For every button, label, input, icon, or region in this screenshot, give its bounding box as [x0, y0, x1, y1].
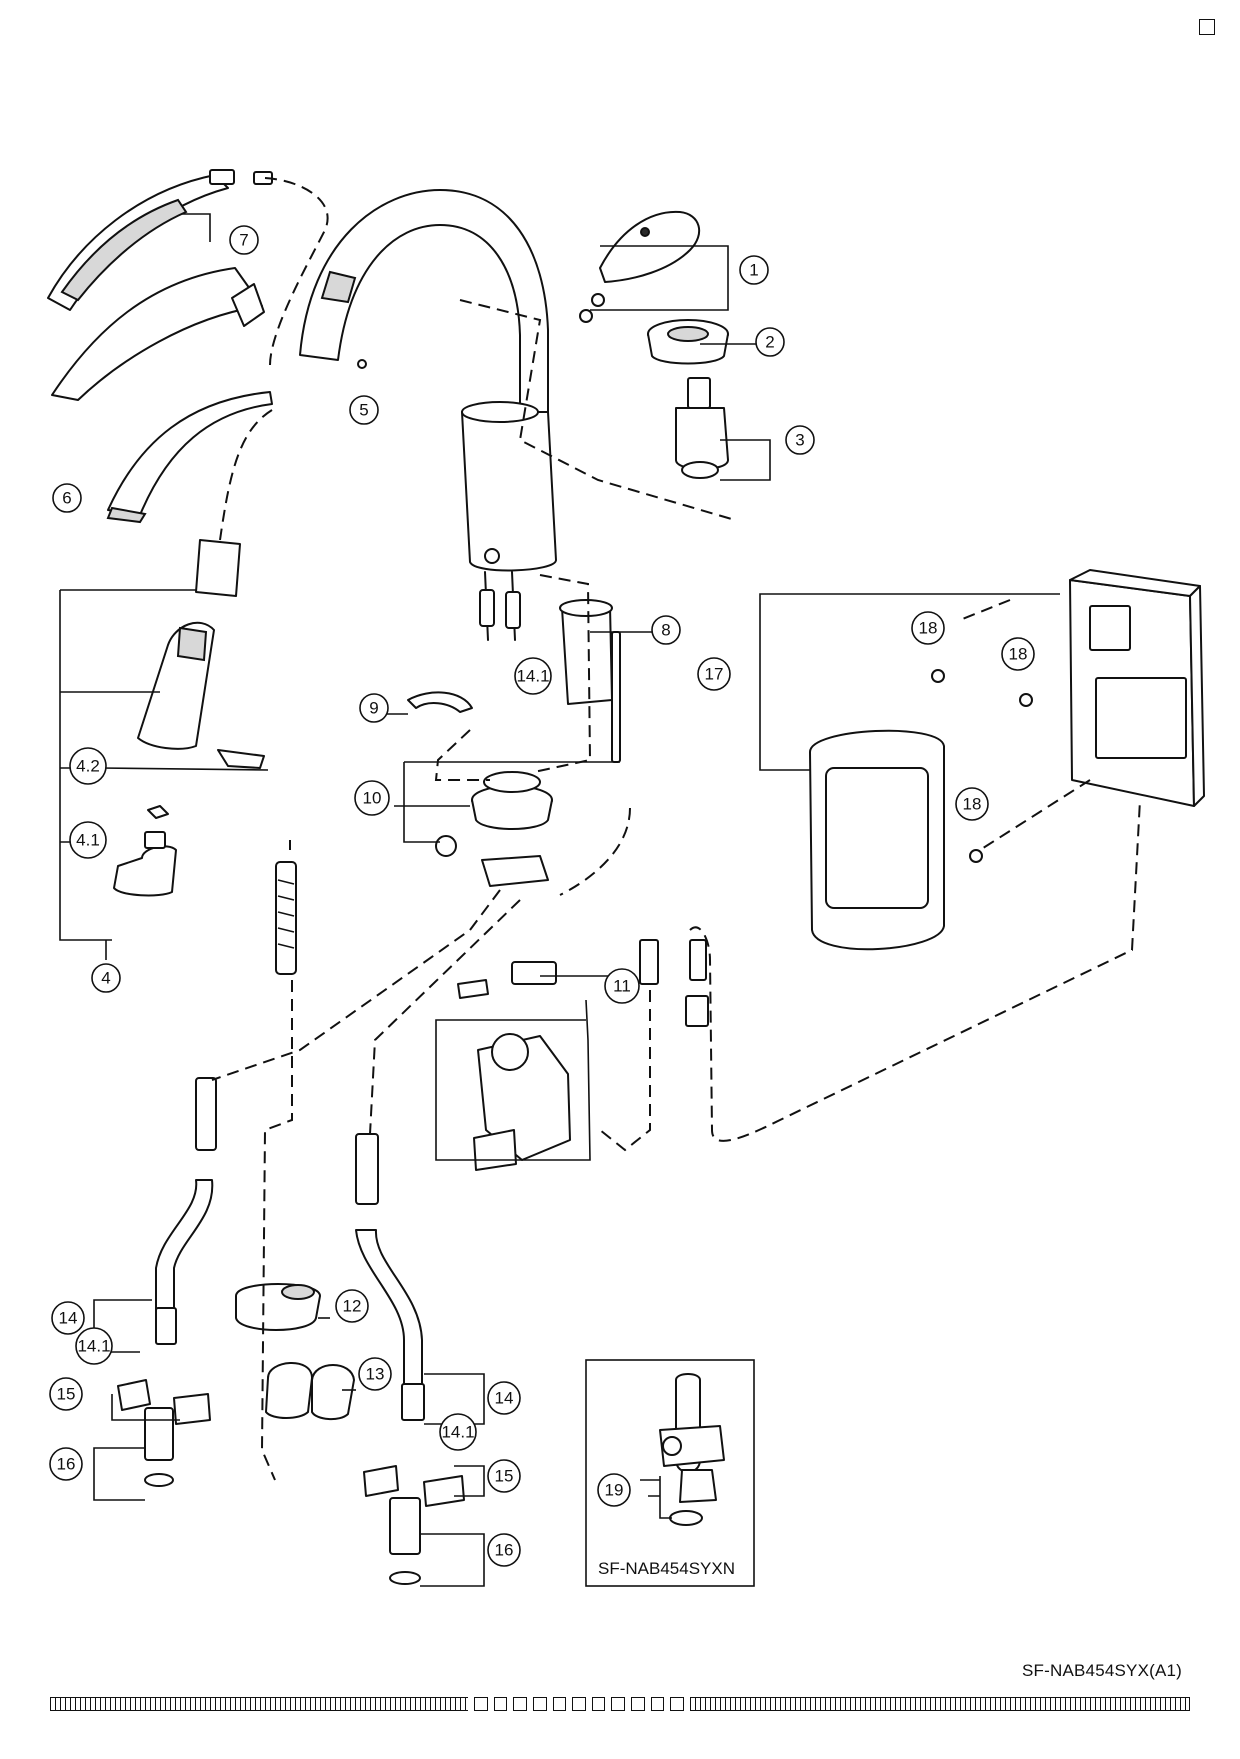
part-5-screw	[357, 359, 367, 369]
part-6-spout-shell	[106, 391, 273, 524]
part-14-supply-hose-hot	[155, 1077, 217, 1345]
callout-4-2: 4.2	[69, 747, 107, 785]
part-14-supply-hose-cold	[355, 1133, 425, 1421]
callout-17: 17	[697, 657, 731, 691]
part-10-mounting-nut	[435, 771, 553, 887]
svg-text:3: 3	[795, 431, 804, 450]
svg-text:6: 6	[62, 489, 71, 508]
part-1-lever-handle	[579, 210, 701, 323]
callout-1: 1	[739, 255, 769, 285]
part-15-clips	[117, 1379, 465, 1507]
model-code: SF-NAB454SYX(A1)	[1022, 1661, 1183, 1680]
callout-15-left: 15	[49, 1377, 83, 1411]
part-3-cartridge	[675, 377, 729, 479]
svg-text:12: 12	[343, 1297, 362, 1316]
svg-text:14.1: 14.1	[516, 667, 549, 686]
part-8-bracket	[559, 599, 621, 763]
svg-text:7: 7	[239, 231, 248, 250]
callout-14-1-right: 14.1	[439, 1413, 477, 1451]
callout-16-left: 16	[49, 1447, 83, 1481]
svg-text:2: 2	[765, 333, 774, 352]
callout-12: 12	[335, 1289, 369, 1323]
svg-text:9: 9	[369, 699, 378, 718]
svg-text:15: 15	[495, 1467, 514, 1486]
callout-10: 10	[354, 780, 390, 816]
callout-15-right: 15	[487, 1459, 521, 1493]
callout-6: 6	[52, 483, 82, 513]
svg-text:18: 18	[963, 795, 982, 814]
svg-text:16: 16	[495, 1541, 514, 1560]
callout-14-right: 14	[487, 1381, 521, 1415]
part-12-hose-guide	[235, 1283, 321, 1331]
svg-text:14: 14	[495, 1389, 514, 1408]
callout-14-1-left: 14.1	[75, 1327, 113, 1365]
svg-text:1: 1	[749, 261, 758, 280]
assembly-lines	[211, 177, 1141, 1481]
callout-5: 5	[349, 395, 379, 425]
callout-18-b: 18	[1001, 637, 1035, 671]
svg-text:14: 14	[59, 1309, 78, 1328]
callout-18-a: 18	[911, 611, 945, 645]
part-2-cap-nut	[647, 319, 729, 365]
part-17-control-unit	[809, 569, 1205, 951]
callout-9: 9	[359, 693, 389, 723]
callout-11: 11	[604, 968, 640, 1004]
svg-text:16: 16	[57, 1455, 76, 1474]
footer-box-row	[468, 1697, 690, 1711]
callout-14-left: 14	[51, 1301, 85, 1335]
svg-text:4: 4	[101, 969, 110, 988]
pullout-hose	[275, 861, 297, 975]
svg-text:17: 17	[705, 665, 724, 684]
callout-7: 7	[229, 225, 259, 255]
svg-text:4.2: 4.2	[76, 757, 100, 776]
part-13-weight	[265, 1362, 355, 1420]
svg-text:11: 11	[613, 977, 631, 996]
part-4-spray-head	[113, 539, 265, 897]
part-9-clip	[407, 691, 473, 713]
svg-text:18: 18	[1009, 645, 1028, 664]
footer-strip	[50, 1697, 1198, 1711]
part-7-spout-cover	[47, 169, 273, 401]
inset-box-sf-nab454syxn	[585, 1359, 755, 1587]
inset-model-label: SF-NAB454SYXN	[598, 1559, 735, 1578]
svg-text:15: 15	[57, 1385, 76, 1404]
footer-pattern-right	[690, 1697, 1190, 1711]
callout-2: 2	[755, 327, 785, 357]
faucet-body	[299, 189, 557, 641]
svg-text:10: 10	[363, 789, 382, 808]
callout-16-right: 16	[487, 1533, 521, 1567]
callout-18-c: 18	[955, 787, 989, 821]
callout-4-1: 4.1	[69, 821, 107, 859]
callout-14-1-top: 14.1	[514, 657, 552, 695]
svg-text:14.1: 14.1	[77, 1337, 110, 1356]
svg-text:13: 13	[366, 1365, 385, 1384]
callout-19: 19	[597, 1473, 631, 1507]
svg-text:19: 19	[605, 1481, 624, 1500]
svg-text:5: 5	[359, 401, 368, 420]
callout-13: 13	[358, 1357, 392, 1391]
footer-pattern-left	[50, 1697, 468, 1711]
checkbox-outline-icon	[1199, 19, 1215, 35]
callout-8: 8	[651, 615, 681, 645]
svg-text:8: 8	[661, 621, 670, 640]
part-16-adapters	[144, 1407, 421, 1585]
svg-text:14.1: 14.1	[441, 1423, 474, 1442]
callout-3: 3	[785, 425, 815, 455]
svg-text:4.1: 4.1	[76, 831, 100, 850]
part-11-valve-block	[457, 939, 709, 1171]
part-18-screws	[931, 669, 1033, 863]
callout-4: 4	[91, 963, 121, 993]
svg-text:18: 18	[919, 619, 938, 638]
